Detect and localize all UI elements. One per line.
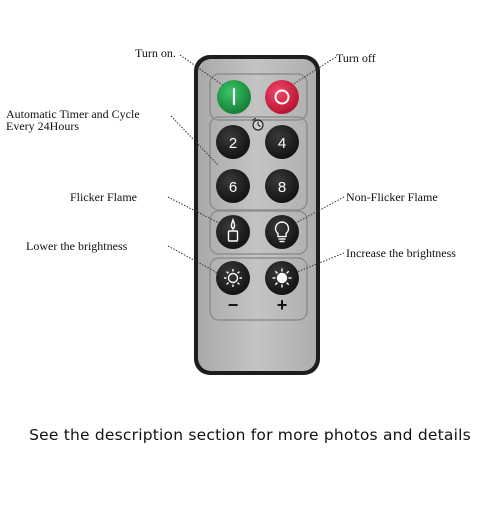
leader-lines	[167, 54, 345, 278]
timer-6-button[interactable]: 6	[216, 169, 250, 203]
timer-2-button[interactable]: 2	[216, 125, 250, 159]
timer-panel	[209, 116, 308, 211]
flicker-flame-button[interactable]	[216, 215, 250, 249]
timer-8-label: 8	[278, 179, 286, 196]
timer-4-label: 4	[278, 135, 286, 152]
brightness-up-button[interactable]	[265, 261, 299, 295]
turn-on-label: Turn on.	[135, 46, 176, 60]
lower-brightness-label: Lower the brightness	[26, 239, 128, 253]
timer-2-label: 2	[229, 135, 237, 152]
caption: See the description section for more pho…	[29, 426, 471, 444]
timer-8-button[interactable]: 8	[265, 169, 299, 203]
brightness-down-button[interactable]	[216, 261, 250, 295]
sun-outline-icon	[224, 269, 242, 287]
timer-4-button[interactable]: 4	[265, 125, 299, 159]
non-flicker-flame-button[interactable]	[265, 215, 299, 249]
increase-brightness-label: Increase the brightness	[346, 246, 456, 260]
flame-panel	[209, 210, 308, 255]
power-on-button[interactable]	[217, 80, 251, 114]
bulb-icon	[274, 221, 290, 243]
timer-label-line1: Automatic Timer and Cycle	[6, 107, 140, 121]
power-off-icon	[274, 89, 290, 105]
candle-icon	[227, 217, 239, 242]
brightness-panel	[209, 257, 308, 321]
sun-filled-icon	[272, 268, 292, 288]
flicker-flame-label: Flicker Flame	[70, 190, 137, 204]
timer-6-label: 6	[229, 179, 237, 196]
power-off-button[interactable]	[265, 80, 299, 114]
timer-label-line2: Every 24Hours	[6, 119, 79, 133]
non-flicker-flame-label: Non-Flicker Flame	[346, 190, 438, 204]
turn-off-label: Turn off	[336, 51, 376, 65]
plus-label: +	[277, 295, 288, 315]
minus-label: −	[228, 295, 239, 315]
timer-icon	[252, 118, 264, 131]
